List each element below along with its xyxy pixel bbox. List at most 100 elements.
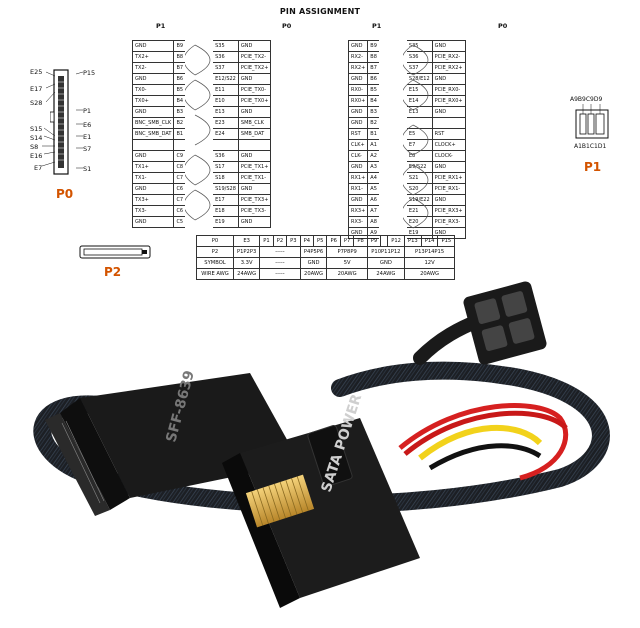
pin-cell: BNC_SMB_CLK xyxy=(131,117,175,129)
pin-cell: RX2- xyxy=(347,51,369,63)
cpu-power-plug xyxy=(463,281,547,365)
twisted-pair-decoration-right xyxy=(403,44,429,229)
p0-connector-icon xyxy=(50,69,69,175)
pin-cell: TX2+ xyxy=(131,51,175,63)
p0-pin-s7: S7 xyxy=(83,145,92,153)
cell: P9 xyxy=(366,235,382,247)
cell: 24AWG xyxy=(232,268,261,280)
pin-cell: A5 xyxy=(367,183,394,195)
pin-cell: TX0+ xyxy=(131,95,175,107)
left-p0-header: P0 xyxy=(282,22,292,30)
p0-pin-s1: S1 xyxy=(83,165,92,173)
p0-pin-e6: E6 xyxy=(83,121,92,129)
braided-cable xyxy=(33,361,610,514)
p0-connector-diagram: E25 E17 S28 S15 S14 S8 E16 E7 P15 P1 E6 … xyxy=(28,66,98,206)
pin-cell: RX2+ xyxy=(347,62,369,74)
pin-cell: GND xyxy=(131,150,175,162)
cell: P4P5P6 xyxy=(299,246,328,258)
pin-cell: A4 xyxy=(367,172,394,184)
pin-cell: GND xyxy=(131,183,175,195)
cell: P3 xyxy=(286,235,301,247)
pin-cell: RX3+ xyxy=(347,205,369,217)
p0-pin-p15: P15 xyxy=(83,69,96,77)
p2-connector-diagram: P2 xyxy=(70,238,160,282)
pin-cell: TX1+ xyxy=(131,161,175,173)
pin-cell: TX2- xyxy=(131,62,175,74)
p0-pin-p1: P1 xyxy=(83,107,92,115)
cell: E3 xyxy=(232,235,261,247)
pin-cell: RX1+ xyxy=(347,172,369,184)
cell: P15 xyxy=(437,235,456,247)
pin-cell xyxy=(131,139,175,151)
cell: P4 xyxy=(299,235,315,247)
pin-cell: CLK+ xyxy=(347,139,369,151)
right-p0-header: P0 xyxy=(498,22,508,30)
pin-cell: GND xyxy=(347,117,369,129)
cell: GND xyxy=(299,257,328,269)
p2-label: P2 xyxy=(104,265,122,279)
cell: 20AWG xyxy=(326,268,368,280)
pin-cell: A1 xyxy=(367,139,394,151)
cell xyxy=(380,235,389,247)
cell: 3.3V xyxy=(232,257,261,269)
p0-pin-s15: S15 xyxy=(30,125,43,133)
pin-cell: E19 xyxy=(185,216,239,228)
cell: 20AWG xyxy=(403,268,456,280)
pin-cell: RX0- xyxy=(347,84,369,96)
p0-pin-e1: E1 xyxy=(83,133,92,141)
p0-pin-e17: E17 xyxy=(30,85,43,93)
cell: P7P8P9 xyxy=(326,246,368,258)
p0-pin-s8: S8 xyxy=(30,143,39,151)
pin-cell: GND xyxy=(347,194,369,206)
cell: P7 xyxy=(339,235,355,247)
pin-cell: TX3+ xyxy=(131,194,175,206)
p1-connector-icon xyxy=(575,104,609,139)
left-p1-header: P1 xyxy=(156,22,166,30)
pin-cell: RX0+ xyxy=(347,95,369,107)
cell: ----- xyxy=(259,268,301,280)
pin-cell: B6 xyxy=(367,73,394,85)
pin-cell: GND xyxy=(347,40,369,52)
pin-cell: BNC_SMB_DAT xyxy=(131,128,175,140)
red-wire xyxy=(398,403,569,481)
page-title: PIN ASSIGNMENT xyxy=(279,7,361,16)
pin-cell: GND xyxy=(131,73,175,85)
pin-cell: B2 xyxy=(367,117,394,129)
cell: 24AWG xyxy=(366,268,405,280)
pin-cell: GND xyxy=(347,73,369,85)
pin-cell: GND xyxy=(131,106,175,118)
pin-cell: TX0- xyxy=(131,84,175,96)
p0-pin-e16: E16 xyxy=(30,152,43,160)
pin-cell: GND xyxy=(131,216,175,228)
p2-connector-icon xyxy=(79,245,151,259)
p0-pin-e25: E25 xyxy=(30,68,43,76)
pin-cell: RST xyxy=(347,128,369,140)
cell: ----- xyxy=(259,257,301,269)
cell: P2 xyxy=(196,246,234,258)
cell: P6 xyxy=(326,235,341,247)
p1-top-pins: A9B9C9D9 xyxy=(570,96,603,103)
power-pin-table: P0 E3 P1 P2 P3 P4 P5 P6 P7 P8 P9 P12 P13… xyxy=(196,235,456,280)
p0-leader-lines xyxy=(41,71,84,169)
cell: P14 xyxy=(420,235,439,247)
pin-cell: A6 xyxy=(367,194,394,206)
cell: P1 xyxy=(259,235,274,247)
cable-product-illustration: SFF-8639 SATA POWER xyxy=(33,281,610,608)
pin-cell: CLK- xyxy=(347,150,369,162)
p1-bottom-pins: A1B1C1D1 xyxy=(574,143,607,150)
p0-pin-e7: E7 xyxy=(34,164,43,172)
pin-cell: GND xyxy=(131,40,175,52)
pin-cell: B8 xyxy=(367,51,394,63)
pin-cell: GND xyxy=(347,106,369,118)
